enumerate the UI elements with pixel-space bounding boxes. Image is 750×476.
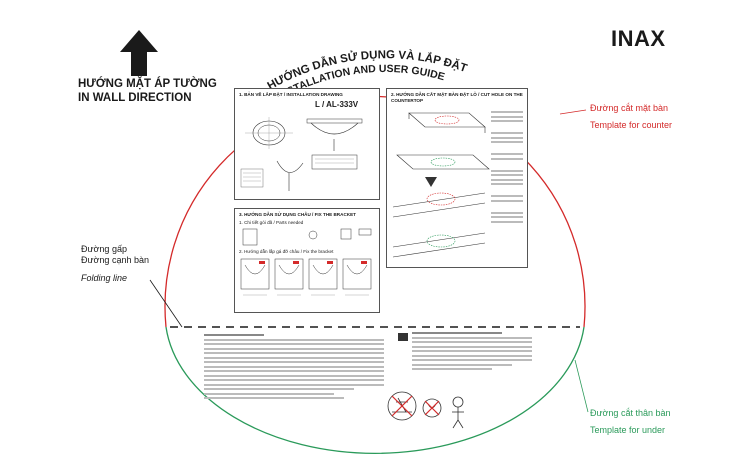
cut-hole-diagram	[392, 112, 490, 258]
warning-icon	[398, 333, 408, 341]
folding-vi-2: Đường cạnh bàn	[81, 255, 149, 265]
under-cut-vi: Đường cắt thân bàn	[590, 408, 671, 418]
folding-en: Folding line	[81, 273, 128, 283]
installation-diagram	[240, 117, 363, 191]
bracket-title: 3. HƯỚNG DẪN SỬ DỤNG CHÂU / FIX THE BRAC…	[239, 212, 356, 217]
installation-drawing-panel: 1. BẢN VẼ LẮP ĐẶT / INSTALLATION DRAWING…	[234, 88, 380, 200]
brand-logo: INAX	[611, 26, 666, 51]
prohibited-actions-icons	[387, 391, 464, 429]
bracket-diagram	[240, 228, 372, 296]
cut-hole-panel: 2. HƯỚNG DẪN CẮT MẶT BÀN ĐẶT LỖ / CUT HO…	[386, 88, 528, 268]
counter-cut-en: Template for counter	[590, 120, 673, 130]
bracket-panel: 3. HƯỚNG DẪN SỬ DỤNG CHÂU / FIX THE BRAC…	[234, 208, 380, 313]
wall-direction-label: HƯỚNG MẶT ÁP TƯỜNG IN WALL DIRECTION	[78, 77, 217, 105]
cut-hole-notes	[491, 111, 523, 225]
wall-direction-en: IN WALL DIRECTION	[78, 92, 192, 104]
bracket-parts-label: 1. Chi tiết gói đã / Parts needed	[239, 220, 304, 225]
model-number: L / AL-333V	[315, 100, 359, 109]
up-arrow-icon	[120, 30, 158, 76]
under-cut-en: Template for under	[590, 425, 666, 435]
under-cut-line	[165, 326, 585, 455]
instructions-text-left	[204, 334, 384, 402]
drawing-title: 1. BẢN VẼ LẮP ĐẶT / INSTALLATION DRAWING	[239, 92, 343, 97]
folding-label: Đường gấp Đường cạnh bàn Folding line	[81, 244, 149, 284]
under-cut-label: Đường cắt thân bàn Template for under	[590, 405, 670, 439]
folding-vi-1: Đường gấp	[81, 244, 127, 254]
wall-direction-vi: HƯỚNG MẶT ÁP TƯỜNG	[78, 78, 217, 90]
counter-cut-label: Đường cắt mặt bàn Template for counter	[590, 100, 672, 134]
instructions-text-right	[412, 332, 532, 373]
counter-cut-vi: Đường cắt mặt bàn	[590, 103, 668, 113]
cut-hole-title: 2. HƯỚNG DẪN CẮT MẶT BÀN ĐẶT LỖ / CUT HO…	[391, 92, 523, 103]
bracket-fix-label: 2. Hướng dẫn lắp gá đỡ châu / Fix the br…	[239, 249, 334, 254]
